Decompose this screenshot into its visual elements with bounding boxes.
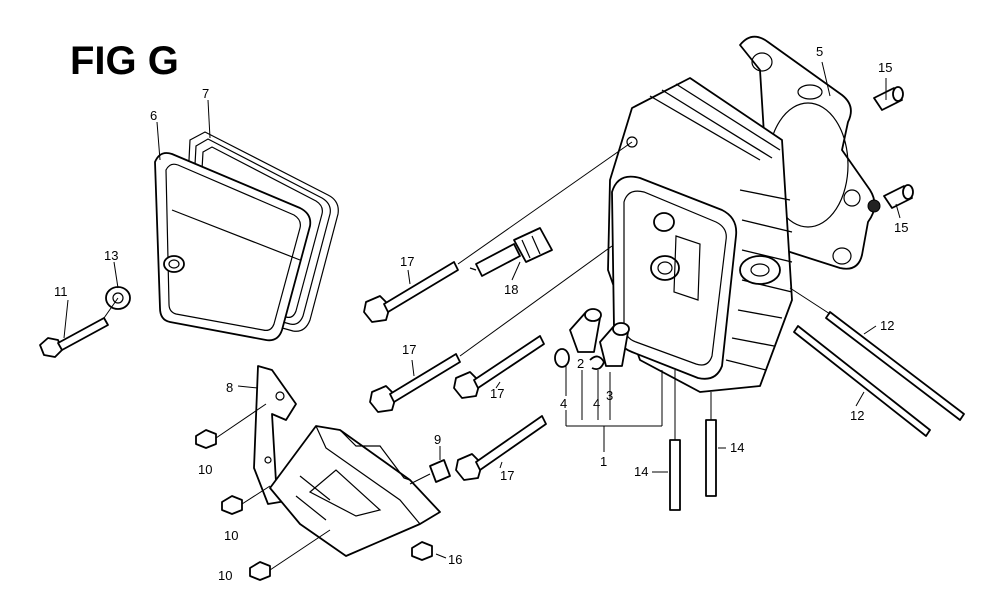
- head-bolt-4: [455, 415, 547, 481]
- callout-7: 7: [202, 86, 209, 101]
- callout-10: 10: [198, 462, 212, 477]
- callout-12: 12: [880, 318, 894, 333]
- cylinder-head: [607, 77, 793, 393]
- valve-cover-gasket: [181, 131, 339, 332]
- callout-15: 15: [894, 220, 908, 235]
- callout-17: 17: [402, 342, 416, 357]
- valve-clip-4b: [589, 355, 605, 371]
- screw-16: [411, 541, 433, 561]
- stud-12-lower: [793, 325, 931, 437]
- valve-guide-2: [569, 308, 602, 353]
- head-bolt-2: [369, 245, 613, 413]
- callout-17: 17: [400, 254, 414, 269]
- callout-17: 17: [500, 468, 514, 483]
- figure-title: FIG G: [70, 39, 179, 83]
- valve-guide-3: [599, 322, 630, 367]
- flange-bolt-10-top: [195, 403, 267, 449]
- callout-16: 16: [448, 552, 462, 567]
- callout-labels: 5 15 15 6 7 13 11 17 18 17 17 17 8 10 10…: [54, 44, 908, 583]
- leader-lines: [63, 61, 901, 559]
- air-shroud: [269, 425, 441, 557]
- callout-10: 10: [218, 568, 232, 583]
- air-guide-bracket: [253, 365, 297, 505]
- flange-bolt-10-bottom: [249, 529, 331, 581]
- head-bolt-1: [363, 141, 633, 323]
- callout-17: 17: [490, 386, 504, 401]
- callout-10: 10: [224, 528, 238, 543]
- callout-5: 5: [816, 44, 823, 59]
- callout-13: 13: [104, 248, 118, 263]
- callout-8: 8: [226, 380, 233, 395]
- stud-14-right: [705, 392, 717, 497]
- callout-9: 9: [434, 432, 441, 447]
- callout-14: 14: [634, 464, 648, 479]
- callout-11: 11: [54, 284, 68, 299]
- callout-6: 6: [150, 108, 157, 123]
- stud-12-upper: [789, 287, 965, 421]
- callout-15: 15: [878, 60, 892, 75]
- valve-cover: [154, 152, 312, 342]
- callout-4: 4: [593, 396, 600, 411]
- callout-1: 1: [600, 454, 607, 469]
- valve-clip-4a: [554, 348, 570, 368]
- callout-14: 14: [730, 440, 744, 455]
- dowel-pin-upper: [873, 86, 904, 111]
- spark-plug: [469, 227, 553, 277]
- cover-bolt: [39, 297, 119, 358]
- callout-18: 18: [504, 282, 518, 297]
- head-bolt-3: [453, 335, 545, 399]
- flange-bolt-10-middle: [221, 485, 271, 515]
- callout-12: 12: [850, 408, 864, 423]
- dowel-pin-lower: [867, 184, 914, 213]
- callout-3: 3: [606, 388, 613, 403]
- wire-clip: [409, 459, 451, 485]
- callout-4: 4: [560, 396, 567, 411]
- callout-2: 2: [577, 356, 584, 371]
- stud-14-left: [669, 370, 681, 511]
